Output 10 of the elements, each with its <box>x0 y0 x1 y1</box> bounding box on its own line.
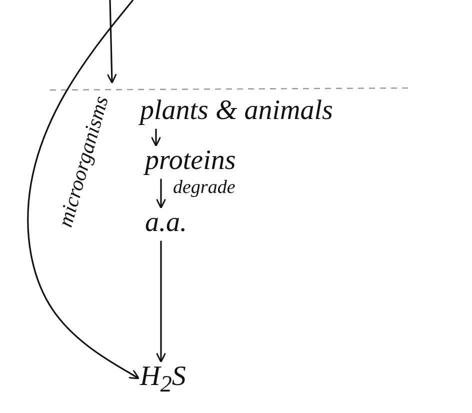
arrow <box>156 178 166 209</box>
arrow <box>156 240 166 363</box>
edge-label: degrade <box>173 178 236 200</box>
arrow <box>106 0 118 84</box>
flow-label: proteins <box>145 146 236 177</box>
arrow <box>150 128 162 147</box>
arrow <box>27 0 140 380</box>
flow-label: plants & animals <box>140 96 333 127</box>
flow-label: H$_{2}$S <box>140 362 186 398</box>
flow-label: a.a. <box>145 208 187 239</box>
